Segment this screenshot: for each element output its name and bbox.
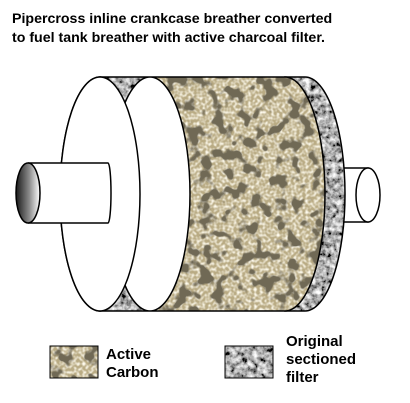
legend-filter-line-2: sectioned [286, 351, 357, 368]
legend-filter-line-3: filter [286, 369, 319, 386]
legend-active-line-2: Carbon [106, 364, 159, 381]
active-carbon-section [149, 76, 326, 312]
legend-swatch-active-carbon [49, 345, 99, 379]
legend-swatch-sectioned-filter [224, 345, 274, 379]
title-line-1: Pipercross inline crankcase breather con… [12, 11, 333, 27]
legend-label-active-carbon: Active Carbon [106, 346, 159, 382]
inlet-pipe [15, 162, 112, 224]
legend-active-line-1: Active [106, 346, 152, 363]
legend-filter-line-1: Original [286, 333, 343, 350]
legend-label-sectioned-filter: Original sectioned filter [286, 333, 356, 387]
diagram-title: Pipercross inline crankcase breather con… [12, 10, 404, 48]
title-line-2: to fuel tank breather with active charco… [12, 30, 326, 46]
